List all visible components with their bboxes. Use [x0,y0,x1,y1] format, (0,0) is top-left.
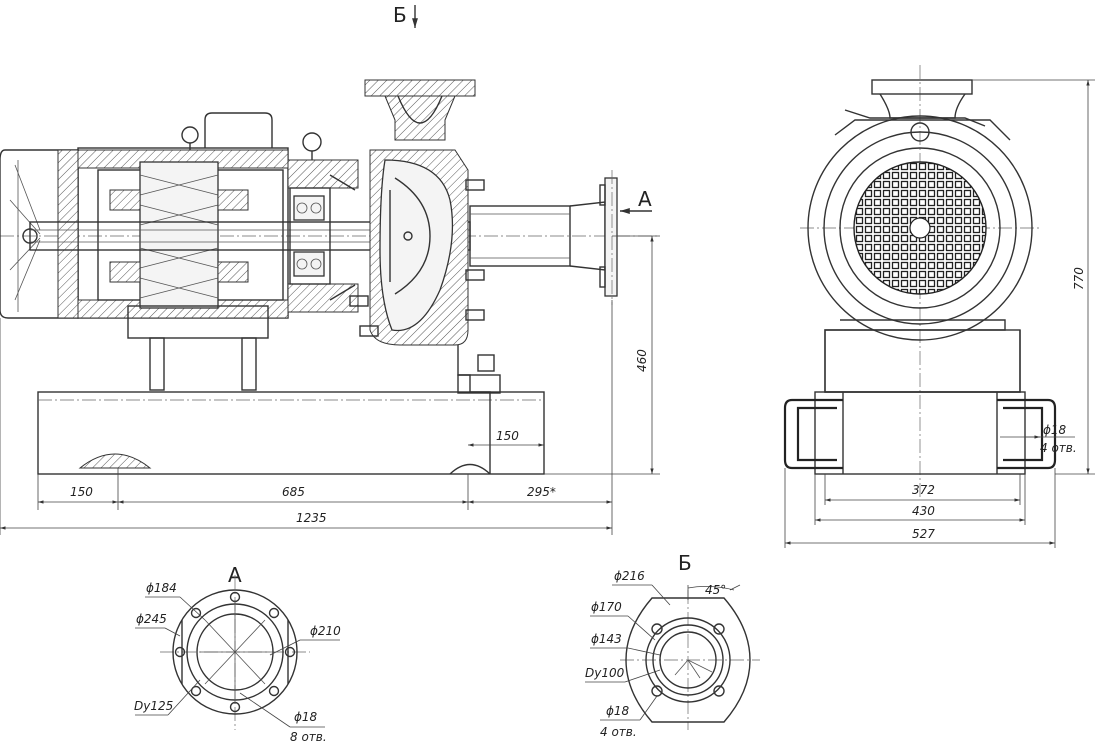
label-b-holes: 4 отв. [600,725,637,739]
label-b-45deg: 45° [705,583,726,597]
dim-1235: 1235 [296,511,327,525]
view-arrow-b: Б [393,3,418,28]
label-a-holes: 8 отв. [290,730,327,744]
label-a-18: ϕ18 [294,710,318,724]
dim-430: 430 [912,504,935,518]
label-a-dy125: Dy125 [134,699,173,713]
view-arrow-a: А [620,187,652,214]
label-b-216: ϕ216 [614,569,645,583]
section-b-title: Б [678,551,692,575]
dim-527: 527 [912,527,935,541]
suction-pipe [469,170,618,305]
label-a-210: ϕ210 [310,624,341,638]
base-frame [37,391,545,475]
view-arrow-a-label: А [638,187,652,211]
dim-150-left: 150 [70,485,93,499]
flange-view-b: Б 45° ϕ216 ϕ170 ϕ143 Dy100 ϕ18 4 отв. [585,551,760,739]
dim-372: 372 [912,483,935,497]
bolt-holes-b [651,623,725,697]
dim-770: 770 [1072,267,1086,290]
dim-hole-18: ϕ18 [1043,423,1067,437]
pump-support [457,345,501,394]
view-arrow-b-label: Б [393,3,407,27]
side-view: 770 372 430 527 ϕ18 4 отв. [783,65,1095,548]
front-view: Б А [0,3,660,535]
dim-460: 460 [635,349,649,372]
bearing-housing [287,132,359,313]
label-b-18: ϕ18 [606,704,630,718]
front-view-dimensions: 150 685 295* 1235 460 150 [0,235,660,535]
dim-685: 685 [282,485,305,499]
side-view-dimensions: 770 372 430 527 ϕ18 4 отв. [784,79,1095,548]
pump-casing [349,79,485,346]
label-a-245: ϕ245 [136,612,167,626]
flange-view-a: А ϕ184 ϕ245 ϕ210 Dy125 ϕ18 8 отв. [134,563,341,744]
dim-hole-count: 4 отв. [1040,441,1077,455]
label-b-170: ϕ170 [591,600,622,614]
dim-295: 295* [527,485,556,499]
electric-motor [0,112,289,391]
label-a-184: ϕ184 [146,581,177,595]
label-b-dy100: Dy100 [585,666,625,680]
dim-150-support: 150 [496,429,519,443]
label-b-143: ϕ143 [591,632,622,646]
